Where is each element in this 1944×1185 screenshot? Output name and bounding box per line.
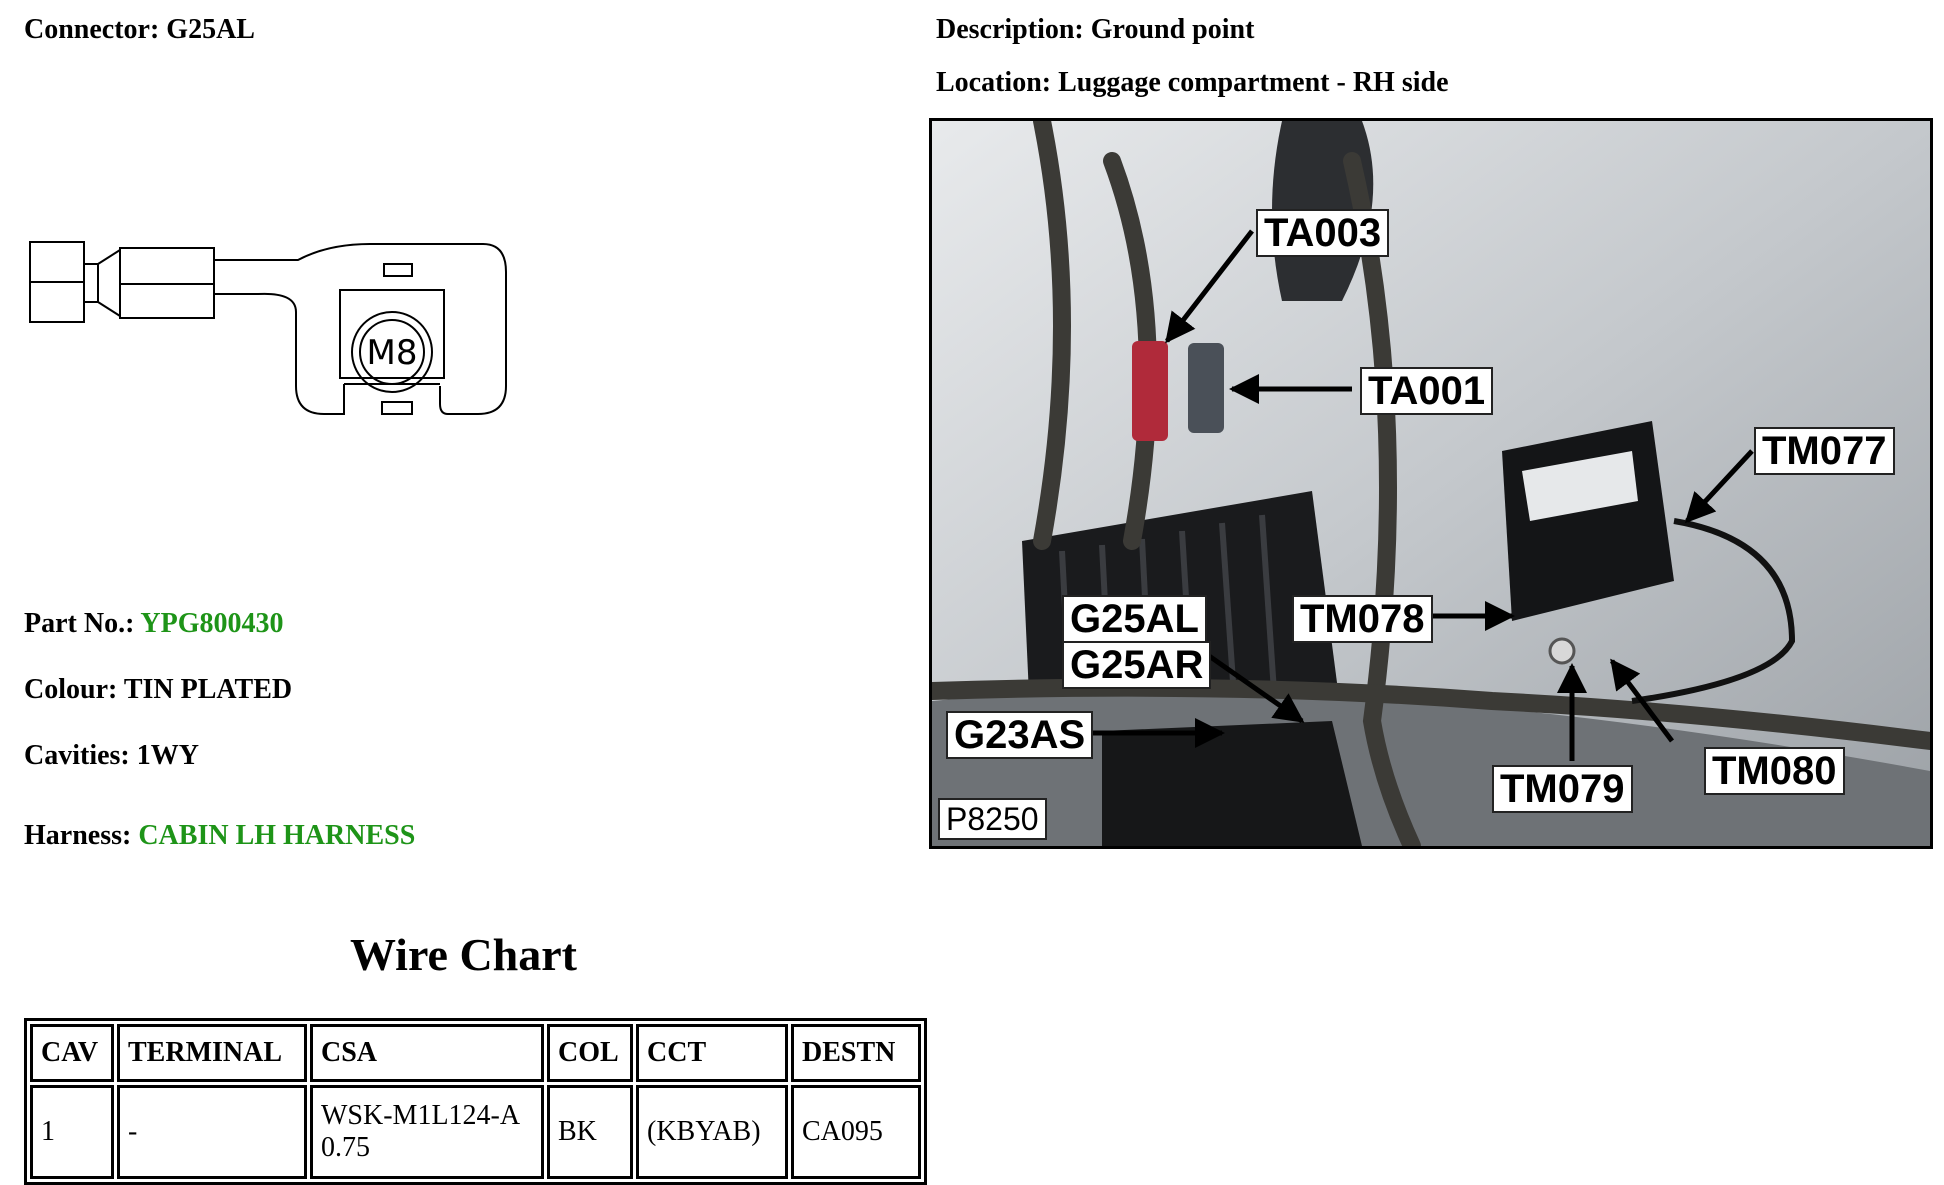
- callout-tm078: TM078: [1292, 595, 1433, 643]
- connector-grey: [1188, 343, 1224, 433]
- connector-label: Connector:: [24, 14, 160, 45]
- callout-g23as: G23AS: [946, 711, 1094, 759]
- table-header-row: CAV TERMINAL CSA COL CCT DESTN: [30, 1024, 921, 1082]
- connector-diagram: M8: [29, 241, 507, 415]
- photo-code: P8250: [938, 798, 1047, 840]
- callout-g25-group: G25AL G25AR: [1062, 595, 1212, 689]
- table-row: 1 - WSK-M1L124-A 0.75 BK (KBYAB) CA095: [30, 1085, 921, 1179]
- harness-line: Harness: CABIN LH HARNESS: [24, 820, 415, 852]
- callout-g25ar: G25AR: [1062, 641, 1212, 689]
- colour-line: Colour: TIN PLATED: [24, 674, 292, 706]
- description-line: Description: Ground point: [936, 14, 1254, 46]
- ground-stud: [1548, 637, 1576, 665]
- crimp-block-top: [119, 247, 215, 285]
- cavities-label: Cavities:: [24, 740, 130, 771]
- stud-frame: [339, 289, 445, 379]
- wire-chart-title: Wire Chart: [350, 929, 577, 980]
- connector-line: Connector: G25AL: [24, 14, 255, 46]
- cavities-line: Cavities: 1WY: [24, 740, 199, 772]
- eyelet-tab-top: [383, 263, 413, 277]
- cell-cav: 1: [30, 1085, 114, 1179]
- eyelet-outline-right: [214, 243, 507, 415]
- arrow-ta003: [1165, 229, 1254, 344]
- callout-tm080: TM080: [1704, 747, 1845, 795]
- cavities-value: 1WY: [136, 740, 199, 771]
- connector-value: G25AL: [166, 14, 255, 45]
- harness-label: Harness:: [24, 820, 132, 851]
- arrow-g25al: [1200, 648, 1305, 724]
- description-value: Ground point: [1090, 14, 1255, 45]
- col-header-col: COL: [547, 1024, 633, 1082]
- callout-tm077: TM077: [1754, 427, 1895, 475]
- cell-csa: WSK-M1L124-A 0.75: [310, 1085, 544, 1179]
- colour-value: TIN PLATED: [123, 674, 293, 705]
- callout-tm079: TM079: [1492, 765, 1633, 813]
- harness-link[interactable]: CABIN LH HARNESS: [138, 820, 416, 851]
- cell-cct: (KBYAB): [636, 1085, 788, 1179]
- col-header-terminal: TERMINAL: [117, 1024, 307, 1082]
- module-cable: [1631, 518, 1796, 704]
- part-no-line: Part No.: YPG800430: [24, 608, 283, 640]
- wire-chart-table: CAV TERMINAL CSA COL CCT DESTN 1 - WSK-M…: [24, 1018, 927, 1185]
- terminal-block-top: [29, 241, 85, 283]
- connector-red: [1132, 341, 1168, 441]
- col-header-destn: DESTN: [791, 1024, 921, 1082]
- location-label: Location:: [936, 67, 1052, 98]
- crimp-block-bottom: [119, 283, 215, 319]
- location-value: Luggage compartment - RH side: [1058, 67, 1449, 98]
- callout-ta001: TA001: [1360, 367, 1494, 415]
- cell-destn: CA095: [791, 1085, 921, 1179]
- floor-pad: [1102, 721, 1362, 846]
- arrow-tm077: [1684, 449, 1754, 524]
- cell-terminal: -: [117, 1085, 307, 1179]
- callout-g25al: G25AL: [1062, 595, 1207, 643]
- location-photo: TA003 TA001 TM077 TM078 G25AL G25AR G23A…: [929, 118, 1933, 849]
- part-no-label: Part No.:: [24, 608, 135, 639]
- eyelet-outline-left: [214, 292, 345, 415]
- eyelet-tab-bottom: [381, 401, 413, 415]
- callout-arrows: [1092, 229, 1754, 761]
- terminal-block-bottom: [29, 281, 85, 323]
- colour-label: Colour:: [24, 674, 118, 705]
- connector-neck: [84, 263, 99, 303]
- location-line: Location: Luggage compartment - RH side: [936, 67, 1449, 99]
- part-no-link[interactable]: YPG800430: [140, 608, 284, 639]
- stud-size-label: M8: [367, 333, 418, 373]
- module-label: [1522, 451, 1638, 521]
- description-label: Description:: [936, 14, 1084, 45]
- cell-col: BK: [547, 1085, 633, 1179]
- col-header-cct: CCT: [636, 1024, 788, 1082]
- col-header-cav: CAV: [30, 1024, 114, 1082]
- callout-ta003: TA003: [1256, 209, 1390, 257]
- stud-ring-inner: [359, 319, 425, 385]
- stud-ring-outer: [351, 311, 433, 393]
- col-header-csa: CSA: [310, 1024, 544, 1082]
- connector-taper: [97, 249, 121, 317]
- arrow-tm080: [1610, 658, 1674, 743]
